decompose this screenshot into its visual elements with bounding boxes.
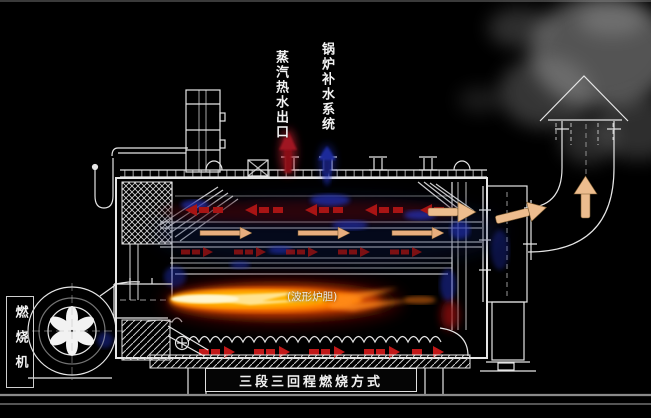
furnace-corrugated-wall <box>145 317 469 357</box>
steam-outlet-arrow <box>279 129 297 175</box>
flue-exit-arrows <box>427 175 598 224</box>
combustion-mode-box: 三段三回程燃烧方式 <box>205 368 417 392</box>
smoke-cloud <box>458 0 651 164</box>
steam-outlet-label: 蒸汽热水出口 <box>273 50 288 140</box>
economizer-frame <box>185 89 226 173</box>
burner-label: 燃烧机 <box>12 304 28 380</box>
water-refill-label: 锅炉补水系统 <box>319 42 334 132</box>
flame <box>164 281 436 323</box>
base-skid <box>0 354 651 405</box>
burner-fan <box>20 278 209 380</box>
flue-pass-arrows-lower <box>181 247 422 257</box>
flue-pass-arrows-middle <box>199 226 445 240</box>
combustion-mode-label: 三段三回程燃烧方式 <box>238 374 383 390</box>
furnace-label: (波形炉胆) <box>287 291 338 303</box>
chimney-cap <box>539 75 629 145</box>
top-border-line <box>0 0 651 2</box>
water-inlet-arrow <box>318 145 336 179</box>
water-level-gauge-pipe <box>91 147 188 209</box>
burner-label-box: 燃烧机 <box>6 296 34 388</box>
